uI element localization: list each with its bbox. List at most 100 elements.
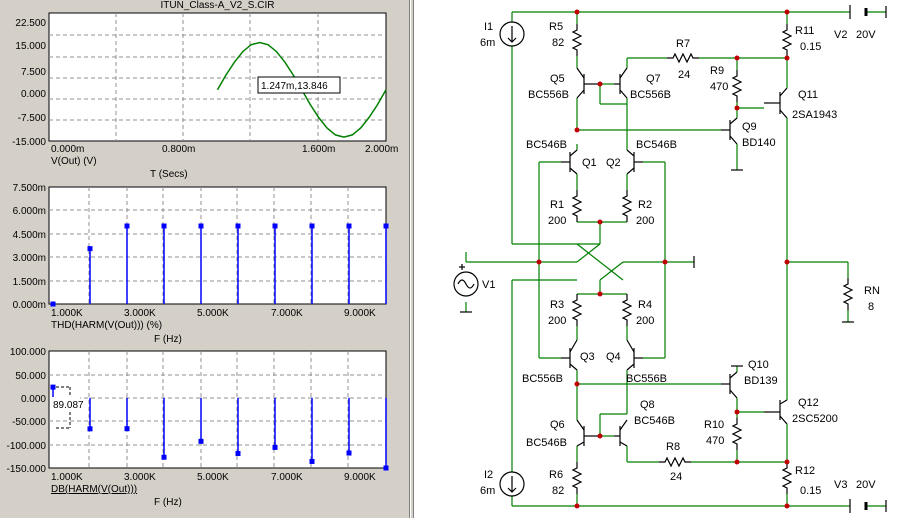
p2-xtick: 1.000K	[51, 308, 83, 319]
voltage-source-v1[interactable]	[453, 264, 479, 297]
transistor-q2[interactable]	[626, 149, 643, 175]
p2-xtick: 7.000K	[271, 308, 303, 319]
label-r8-val: 24	[670, 471, 682, 483]
battery-v2[interactable]	[849, 5, 868, 19]
label-r12: R12	[795, 465, 815, 477]
p3-ytick: -50.000	[12, 417, 46, 428]
transistor-q7[interactable]	[614, 67, 628, 99]
resistor-r5[interactable]	[572, 23, 582, 57]
label-q7: Q7	[646, 73, 661, 85]
panel-splitter[interactable]	[410, 0, 414, 518]
resistor-r12[interactable]	[782, 461, 792, 495]
resistor-r6[interactable]	[572, 461, 582, 495]
p2-ytick: 4.500m	[13, 230, 46, 241]
harmonic-point	[87, 426, 93, 432]
db-plot[interactable]: 89.087 100.000 50.000 0.000 -50.000 -100…	[7, 347, 389, 508]
label-i1: I1	[484, 21, 493, 33]
label-q6: Q6	[550, 419, 565, 431]
p1-ytick: -15.000	[12, 137, 46, 148]
label-i2-val: 6m	[480, 485, 495, 497]
p3-ytick: 100.000	[10, 347, 47, 358]
wires	[465, 11, 886, 507]
label-i2: I2	[484, 469, 493, 481]
transistor-q9[interactable]	[721, 117, 738, 145]
resistor-r9[interactable]	[732, 69, 742, 103]
p2-xtick: 3.000K	[124, 308, 156, 319]
resistor-r1[interactable]	[572, 189, 582, 223]
label-r1-val: 200	[548, 215, 566, 227]
transistor-q8[interactable]	[614, 419, 628, 447]
transistor-q4[interactable]	[626, 339, 643, 371]
transistor-q6[interactable]	[576, 419, 600, 447]
transistor-q12[interactable]	[764, 399, 788, 425]
current-source-i1[interactable]	[499, 21, 525, 47]
label-q1: Q1	[582, 157, 597, 169]
resistor-r4[interactable]	[622, 293, 632, 327]
transient-plot[interactable]: 1.247m,13.846 22.500 15.000 7.500 0.000 …	[12, 12, 398, 180]
thd-plot[interactable]: 7.500m 6.000m 4.500m 3.000m 1.500m 0.000…	[13, 183, 389, 345]
p1-x-label: T (Secs)	[150, 169, 188, 180]
p3-trace-label: DB(HARM(V(Out)))	[51, 484, 137, 495]
p1-ytick: 22.500	[15, 18, 46, 29]
resistor-r3[interactable]	[572, 293, 582, 327]
p2-ytick: 0.000m	[13, 300, 46, 311]
harmonic-point	[235, 223, 241, 229]
harmonic-point	[272, 444, 278, 450]
current-source-i2[interactable]	[499, 471, 525, 497]
battery-v3[interactable]	[849, 499, 868, 513]
label-v3: V3	[834, 479, 847, 491]
harmonic-point	[383, 465, 389, 471]
p1-ytick: 7.500	[21, 67, 46, 78]
label-q9-type: BD140	[742, 137, 776, 149]
transistor-q10[interactable]	[721, 371, 738, 399]
label-r4-val: 200	[636, 315, 654, 327]
delta-readout: 89.087	[53, 400, 84, 411]
p3-x-label: F (Hz)	[154, 497, 182, 508]
transistor-q3[interactable]	[561, 339, 578, 371]
label-q5: Q5	[550, 73, 565, 85]
resistor-r11[interactable]	[782, 23, 792, 57]
label-r6-val: 82	[552, 485, 564, 497]
resistor-r8[interactable]	[658, 457, 692, 467]
p2-ytick: 6.000m	[13, 206, 46, 217]
p2-ytick: 1.500m	[13, 277, 46, 288]
junction-nodes	[536, 9, 790, 509]
label-v2: V2	[834, 29, 847, 41]
p1-xtick: 0.000m	[51, 144, 84, 155]
transistor-q11[interactable]	[764, 87, 788, 119]
label-r11-val: 0.15	[800, 41, 821, 53]
resistor-r2[interactable]	[622, 189, 632, 223]
label-q6-type: BC546B	[526, 437, 567, 449]
p3-xtick: 7.000K	[271, 472, 303, 483]
transistor-q1[interactable]	[561, 149, 578, 175]
label-i1-val: 6m	[480, 37, 495, 49]
label-r11: R11	[795, 25, 814, 37]
p2-x-label: F (Hz)	[154, 334, 182, 345]
harmonic-point	[346, 450, 352, 456]
schematic-panel[interactable]: I1 6m R5 82 R7 24 R11 0.15 V2 20V R9 470…	[414, 0, 899, 518]
label-r1: R1	[550, 199, 564, 211]
label-q10: Q10	[748, 359, 769, 371]
label-r3: R3	[550, 299, 564, 311]
label-q8-type: BC546B	[634, 415, 675, 427]
p3-xtick: 1.000K	[51, 472, 83, 483]
label-r7: R7	[676, 38, 690, 50]
p1-ytick: -7.500	[18, 113, 47, 124]
label-q8: Q8	[640, 399, 655, 411]
p2-ytick: 3.000m	[13, 253, 46, 264]
label-q4: Q4	[606, 351, 621, 363]
p3-xtick: 5.000K	[197, 472, 229, 483]
resistor-rn[interactable]	[843, 277, 853, 311]
label-q9: Q9	[742, 121, 757, 133]
harmonic-point	[272, 223, 278, 229]
label-v1: V1	[482, 279, 495, 291]
resistor-r10[interactable]	[732, 417, 742, 451]
label-q12: Q12	[798, 397, 819, 409]
label-r9: R9	[710, 65, 724, 77]
p3-ytick: -150.000	[7, 464, 47, 475]
transistor-q5[interactable]	[576, 67, 600, 99]
resistor-r7[interactable]	[666, 53, 700, 63]
label-r3-val: 200	[548, 315, 566, 327]
label-q2: Q2	[606, 157, 621, 169]
label-r2: R2	[638, 199, 652, 211]
